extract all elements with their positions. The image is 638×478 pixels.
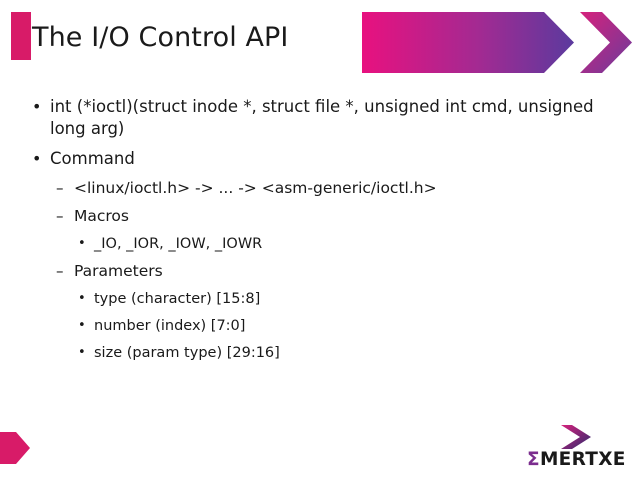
bullet-marker: • [78,318,86,333]
footer-arrow-icon [0,428,30,468]
page-title: The I/O Control API [32,22,289,53]
bullet-marker: • [32,97,42,116]
list-item: • type (character) [15:8] [78,289,614,309]
list-item: • Command [32,148,620,170]
list-item: – <linux/ioctl.h> -> ... -> <asm-generic… [56,178,614,199]
bullet-marker: – [56,207,64,225]
logo-sigma-glyph: Σ [527,449,540,470]
logo-chevron-icon [559,425,595,449]
list-item-label: size (param type) [29:16] [94,345,280,361]
bullet-marker: – [56,179,64,197]
list-item-label: _IO, _IOR, _IOW, _IOWR [94,236,263,252]
list-item-label: Parameters [74,262,163,280]
slide-content: • int (*ioctl)(struct inode *, struct fi… [0,96,638,406]
list-item: • size (param type) [29:16] [78,343,614,363]
bullet-marker: • [78,291,86,306]
list-item-label: <linux/ioctl.h> -> ... -> <asm-generic/i… [74,179,437,197]
list-item-label: number (index) [7:0] [94,318,246,334]
logo-wordmark: ΣMERTXE [527,449,627,471]
list-item: – Parameters [56,261,614,282]
list-item: – Macros [56,206,614,227]
emertxe-logo: ΣMERTXE [527,425,627,475]
header-gradient-band [362,12,574,73]
bullet-marker: • [32,149,42,168]
list-item: • int (*ioctl)(struct inode *, struct fi… [32,96,620,140]
list-item: • number (index) [7:0] [78,316,614,336]
slide-header: The I/O Control API [0,0,638,86]
bullet-marker: • [78,236,86,251]
list-item-label: int (*ioctl)(struct inode *, struct file… [50,97,594,138]
logo-word-text: MERTXE [539,449,626,470]
list-item-label: Command [50,149,135,168]
header-chevron-icon [580,12,632,73]
list-item-label: Macros [74,207,129,225]
bullet-marker: – [56,262,64,280]
list-item: • _IO, _IOR, _IOW, _IOWR [78,234,614,254]
list-item-label: type (character) [15:8] [94,291,261,307]
bullet-marker: • [78,345,86,360]
title-accent-bar [11,12,31,60]
